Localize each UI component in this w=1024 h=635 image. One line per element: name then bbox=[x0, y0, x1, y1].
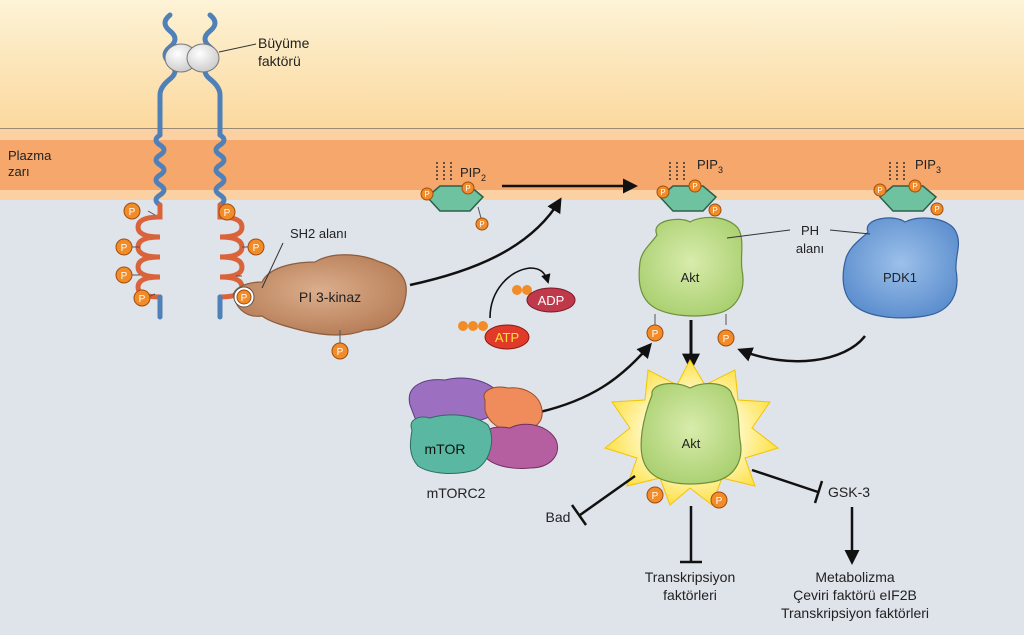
phosphate-label: P bbox=[712, 206, 717, 215]
phosphate-label: P bbox=[337, 347, 344, 358]
phosphate-label: P bbox=[241, 293, 248, 304]
phosphate-label: P bbox=[652, 329, 659, 340]
phosphate-label: P bbox=[912, 182, 917, 191]
eif2b-label: Çeviri faktörü eIF2B bbox=[793, 587, 917, 603]
growth-factor-label-line1: Büyüme bbox=[258, 35, 310, 51]
phosphate-label: P bbox=[877, 186, 882, 195]
pdk1-to-akt-arrow bbox=[737, 335, 866, 363]
phosphate-label: P bbox=[692, 182, 697, 191]
inhibition-to-bad bbox=[570, 474, 636, 526]
atp-label: ATP bbox=[495, 330, 519, 345]
gsk3-label: GSK-3 bbox=[828, 484, 870, 500]
adp-molecule: ADP bbox=[512, 285, 576, 313]
phosphate-label: P bbox=[723, 334, 730, 345]
phosphate-label: P bbox=[121, 271, 128, 282]
phosphate-label: P bbox=[253, 243, 260, 254]
akt-active: Akt P P bbox=[603, 358, 780, 509]
phosphate-label: P bbox=[716, 496, 723, 507]
receptor-phosphates: P P P P P P bbox=[115, 202, 265, 307]
akt-active-label: Akt bbox=[682, 436, 701, 451]
phosphate-label: P bbox=[660, 188, 665, 197]
bad-label: Bad bbox=[546, 509, 571, 525]
pi3k-to-pip3-arrow bbox=[409, 197, 562, 287]
pi3-kinase: P PI 3-kinaz P bbox=[232, 254, 407, 360]
phosphate-label: P bbox=[465, 184, 470, 193]
membrane-label-line2: zarı bbox=[8, 164, 30, 179]
gsk3-tf-label: Transkripsiyon faktörleri bbox=[781, 605, 929, 621]
atp-adp-arrow bbox=[489, 267, 551, 319]
mtorc2-to-akt-arrow bbox=[539, 342, 652, 414]
sh2-label: SH2 alanı bbox=[290, 226, 347, 241]
phosphate-label: P bbox=[479, 220, 484, 229]
akt-membrane: Akt P P P PIP3 P P bbox=[638, 157, 744, 347]
phosphate-label: P bbox=[129, 207, 136, 218]
pdk1: PDK1 P P P PIP3 bbox=[842, 157, 959, 319]
phosphate-label: P bbox=[224, 208, 231, 219]
phosphate-label: P bbox=[652, 491, 659, 502]
pip2-molecule: P P P PIP2 bbox=[420, 162, 489, 231]
phosphate-label: P bbox=[121, 243, 128, 254]
pip2-label: PIP2 bbox=[460, 165, 486, 183]
mtorc2-label: mTORC2 bbox=[427, 485, 486, 501]
metabolism-label: Metabolizma bbox=[815, 569, 895, 585]
phosphate-label: P bbox=[139, 294, 146, 305]
inhibition-to-transcription-factors bbox=[680, 506, 702, 564]
ph-label-line1: PH bbox=[801, 223, 819, 238]
membrane-label-line1: Plazma bbox=[8, 148, 52, 163]
phosphate-label: P bbox=[934, 205, 939, 214]
plasma-membrane bbox=[0, 140, 1024, 190]
phosphate-label: P bbox=[424, 190, 429, 199]
mtor-label: mTOR bbox=[425, 441, 466, 457]
adp-label: ADP bbox=[538, 293, 565, 308]
pip3-label: PIP3 bbox=[697, 157, 723, 175]
pip3b-label: PIP3 bbox=[915, 157, 941, 175]
tf-label-line2: faktörleri bbox=[663, 587, 717, 603]
pdk1-label: PDK1 bbox=[883, 270, 917, 285]
pi3k-label: PI 3-kinaz bbox=[299, 289, 361, 305]
inhibition-to-gsk3 bbox=[751, 468, 824, 504]
growth-factor bbox=[164, 43, 220, 73]
ph-label-line2: alanı bbox=[796, 241, 824, 256]
tf-label-line1: Transkripsiyon bbox=[645, 569, 736, 585]
akt-label: Akt bbox=[681, 270, 700, 285]
mtorc2-complex: mTOR bbox=[408, 377, 558, 474]
growth-factor-label-line2: faktörü bbox=[258, 53, 301, 69]
extracellular-space bbox=[0, 0, 1024, 140]
atp-molecule: ATP bbox=[458, 321, 530, 350]
